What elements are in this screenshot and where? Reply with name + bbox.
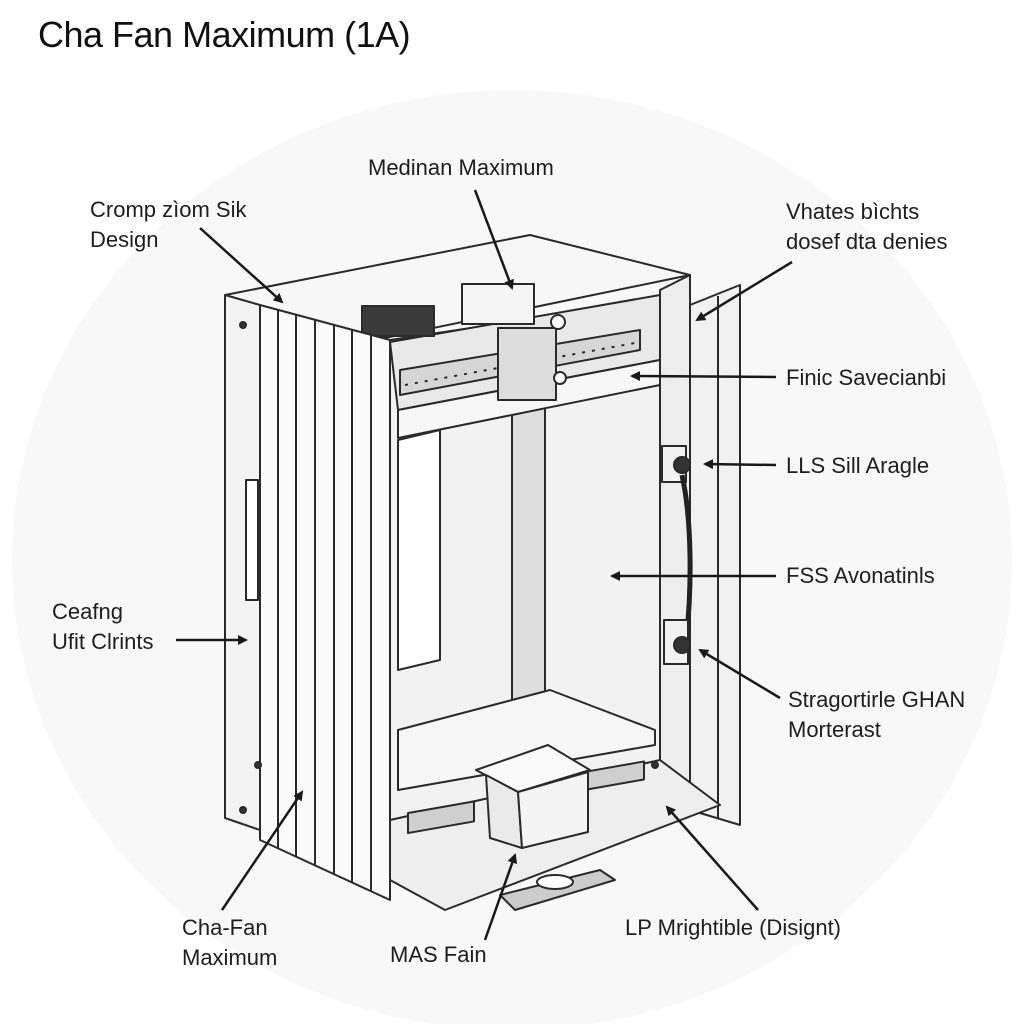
label-line: Ufit Clrints [52, 629, 154, 654]
label-fss-avonatinls: FSS Avonatinls [786, 561, 935, 591]
label-line: Finic Savecianbi [786, 365, 947, 390]
label-line: LP Mrightible (Disignt) [625, 915, 842, 940]
label-line: MAS Fain [390, 942, 487, 967]
label-line: Stragortirle GHAN [788, 687, 966, 712]
bolt [239, 321, 247, 329]
carriage-bracket [461, 283, 535, 325]
label-line: Ceafng [52, 599, 123, 624]
label-line: Morterast [788, 717, 881, 742]
leader-arrow-stragortirle [698, 648, 781, 700]
bolt [239, 806, 247, 814]
label-line: Cha-Fan [182, 915, 268, 940]
label-line: Vhates bìchts [786, 199, 920, 224]
label-finic-savecianbi: Finic Savecianbi [786, 363, 946, 393]
slat-panel [259, 304, 391, 901]
label-line: FSS Avonatinls [786, 563, 935, 588]
label-line: Medinan Maximum [368, 155, 554, 180]
bolt [254, 761, 262, 769]
latch-plate [245, 479, 259, 601]
connector-top-knob [673, 456, 691, 474]
right-frame [659, 274, 691, 821]
leader-arrow-vhates [695, 260, 793, 322]
label-line: Design [90, 227, 159, 252]
label-vhates-bichts: Vhates bìchts dosef dta denies [786, 197, 947, 257]
inner-left-panel [397, 429, 441, 671]
label-mas-fain: MAS Fain [390, 940, 487, 970]
carriage-bolt-lower [553, 371, 567, 385]
door-panel [689, 284, 741, 826]
leader-arrow-medinan [473, 189, 514, 290]
leader-arrow-chafan [220, 790, 304, 911]
vent-grille-left [407, 800, 475, 835]
fan-box-side [517, 771, 589, 849]
label-cha-fan-maximum: Cha-Fan Maximum [182, 913, 277, 973]
label-medinan-maximum: Medinan Maximum [368, 153, 554, 183]
label-lp-mrightible: LP Mrightible (Disignt) [625, 913, 841, 943]
label-lls-sill-aragle: LLS Sill Aragle [786, 451, 929, 481]
motor-block [361, 305, 435, 337]
label-line: Maximum [182, 945, 278, 970]
leader-arrow-lp [665, 805, 759, 911]
label-line: LLS Sill Aragle [786, 453, 930, 478]
label-line: Cromp zìom Sik [90, 197, 247, 222]
leader-arrow-lls [703, 459, 777, 470]
leader-arrow-cromp [199, 227, 284, 304]
leader-arrow-finic [630, 371, 777, 382]
leader-arrow-mas [483, 853, 518, 941]
bolt [651, 761, 659, 769]
label-line: dosef dta denies [786, 229, 948, 254]
center-post [511, 407, 546, 706]
carriage-block [497, 327, 557, 401]
label-ceafng-clrints: Ceafng Ufit Clrints [52, 597, 153, 657]
connector-bottom-knob [673, 636, 691, 654]
label-stragortirle-morterast: Stragortirle GHAN Morterast [788, 685, 965, 745]
base-dial [536, 874, 574, 890]
floor-platform [397, 689, 656, 791]
page-title: Cha Fan Maximum (1A) [38, 14, 411, 55]
carriage-bolt [550, 314, 566, 330]
label-cromp-design: Cromp zìom Sik Design [90, 195, 246, 255]
